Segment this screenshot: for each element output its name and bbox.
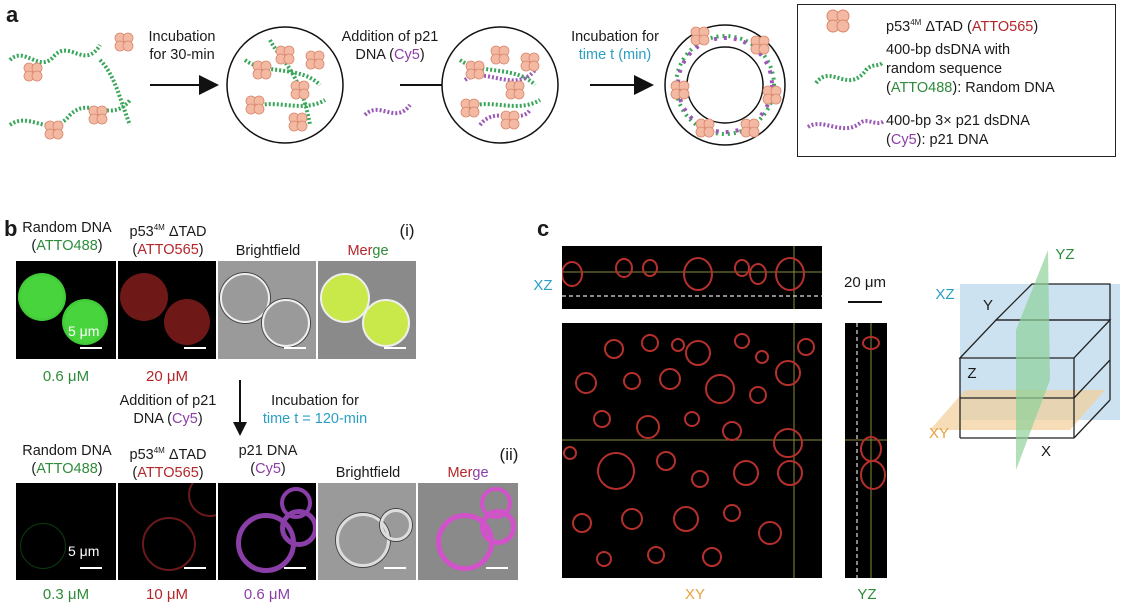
b2-header-merge: Merge xyxy=(447,465,489,481)
b1-conc-p53: 20 μM xyxy=(146,368,188,385)
b1-image-merge xyxy=(318,261,416,359)
c-scale-bar xyxy=(848,301,882,303)
cube-y-label: Y xyxy=(982,297,993,314)
b1-scale-bar-4 xyxy=(384,347,406,349)
b2-scale-bar-5 xyxy=(486,567,508,569)
b2-conc-p21: 0.6 μM xyxy=(243,586,291,603)
b2-header-p53: p534M ΔTAD (ATTO565) xyxy=(129,446,207,481)
free-random-dna-group xyxy=(8,32,134,140)
b1-scale-text: 5 μm xyxy=(68,323,100,339)
b2-conc-random: 0.3 μM xyxy=(42,586,90,603)
droplet-condensate xyxy=(226,26,344,144)
b2-image-p53 xyxy=(118,483,216,580)
c-xz-image xyxy=(562,246,822,309)
b1-conc-random: 0.6 μM xyxy=(42,368,90,385)
b2-image-p21 xyxy=(218,483,316,580)
legend-protein: p534M ΔTAD (ATTO565) xyxy=(886,18,1039,35)
b1-scale-bar-3 xyxy=(284,347,306,349)
b2-conc-p53: 10 μM xyxy=(146,586,188,603)
b1-header-merge: Merge xyxy=(347,243,389,259)
b1-header-random: Random DNA(ATTO488) xyxy=(22,220,112,254)
b1-image-random-dna: 5 μm xyxy=(16,261,116,359)
b2-scale-bar-3 xyxy=(284,567,306,569)
c-xy-image xyxy=(562,323,822,578)
legend-p21-dna: 400-bp 3× p21 dsDNA (Cy5): p21 DNA xyxy=(886,113,1030,148)
legend-random-dna: 400-bp dsDNA with random sequence (ATTO4… xyxy=(886,42,1055,96)
b2-scale-bar xyxy=(80,567,102,569)
b2-image-brightfield xyxy=(318,483,416,580)
cube-xy-label: XY xyxy=(928,425,949,442)
cube-x-label: X xyxy=(1040,443,1051,460)
panel-a-schematic xyxy=(8,24,786,146)
b-down-arrow xyxy=(233,380,247,436)
b1-image-brightfield xyxy=(218,261,316,359)
b1-tag: (i) xyxy=(399,221,415,240)
c-yz-label: YZ xyxy=(857,586,877,603)
cube-z-label: Z xyxy=(967,365,977,382)
step2-label: Addition of p21 DNA (Cy5) xyxy=(341,29,439,63)
droplet-mixed xyxy=(441,26,559,144)
c-xz-label: XZ xyxy=(533,277,553,294)
p21-dna-strand xyxy=(363,103,412,117)
b1-scale-bar-2 xyxy=(184,347,206,349)
droplet-shell xyxy=(664,24,786,146)
c-yz-image xyxy=(845,323,887,578)
b2-scale-bar-4 xyxy=(384,567,406,569)
b-middle-left: Addition of p21 DNA (Cy5) xyxy=(119,393,217,427)
c-xy-droplets xyxy=(562,323,822,578)
b2-header-brightfield: Brightfield xyxy=(335,465,401,481)
b1-header-brightfield: Brightfield xyxy=(235,243,301,259)
b2-header-p21: p21 DNA(Cy5) xyxy=(238,443,298,477)
b2-image-merge xyxy=(418,483,518,580)
cube-xz-label: XZ xyxy=(935,286,955,303)
panel-a-letter: a xyxy=(6,2,19,27)
cube-yz-label: YZ xyxy=(1055,246,1075,263)
b2-scale-text: 5 μm xyxy=(68,543,100,559)
panel-c-letter: c xyxy=(537,216,550,241)
c-cube-diagram xyxy=(930,250,1120,470)
b2-image-random-dna: 5 μm xyxy=(16,483,116,580)
b2-scale-bar-2 xyxy=(184,567,206,569)
b1-header-p53: p534M ΔTAD (ATTO565) xyxy=(129,223,207,258)
panel-b-letter: b xyxy=(4,216,18,241)
c-xy-label: XY xyxy=(684,586,705,603)
c-scale-text: 20 μm xyxy=(844,274,886,291)
legend-box: p534M ΔTAD (ATTO565) 400-bp dsDNA with r… xyxy=(797,4,1116,157)
b1-scale-bar xyxy=(80,347,102,349)
legend-icons xyxy=(806,9,886,131)
b2-tag: (ii) xyxy=(499,445,519,464)
b2-header-random: Random DNA(ATTO488) xyxy=(22,443,112,477)
b1-image-p53 xyxy=(118,261,216,359)
